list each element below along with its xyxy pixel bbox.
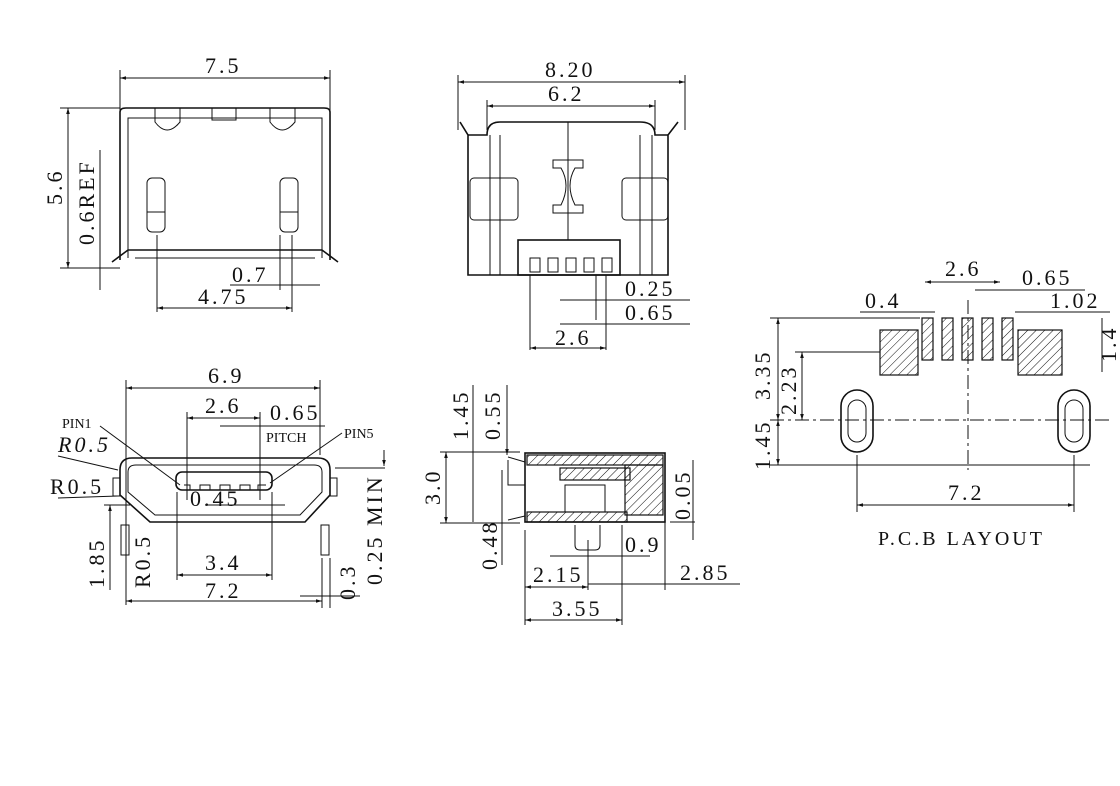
radius-bottom-label: R0.5 [130,534,155,588]
pin-row [529,257,613,273]
dim-front-width: 6.9 [208,363,245,388]
dim-side-depth: 3.55 [552,596,603,621]
dim-slot-width: 3.4 [205,550,242,575]
pcb-layout: 2.6 0.65 0.4 1.02 1.4 3.35 2.23 1.45 7.2… [750,256,1120,550]
dim-hole-span: 7.2 [948,480,985,505]
dim-pin-pitch: 0.65 [625,300,676,325]
front-top-view: 8.20 6.2 0.25 0.65 2.6 [457,57,690,350]
dim-front-pin-span: 2.6 [205,393,242,418]
dim-side-d7: 2.85 [680,560,731,585]
dim-side-d5: 0.9 [625,532,662,557]
hole-right [1057,389,1091,453]
dim-side-d4: 0.05 [670,470,695,521]
side-view: 1.45 0.55 3.0 0.48 0.05 0.9 2.15 2.85 3.… [420,385,740,625]
dim-top-ref: 0.6REF [74,159,99,245]
radius-left-label: R0.5 [50,474,104,499]
dim-min-height: 0.25 MIN [362,474,387,585]
dim-top-pin-span: 4.75 [198,284,249,309]
pin5-label: PIN5 [344,427,374,442]
radius-top-label: R0.5 [57,432,111,457]
dim-leg-width: 0.3 [335,564,360,601]
dim-h1: 3.35 [750,350,775,401]
dim-overall-width: 7.2 [205,578,242,603]
dim-side-d3: 0.48 [477,520,502,571]
top-view: 7.5 5.6 0.6REF 0.7 4.75 [42,53,339,312]
dim-h2: 2.23 [776,365,801,416]
dim-top-pin-offset: 0.7 [232,262,269,287]
hole-left [840,389,874,453]
dim-pad-span: 2.6 [945,256,982,281]
large-pad-right [1017,329,1063,376]
dim-side-d2: 0.55 [480,390,505,441]
dim-pin-span: 2.6 [555,325,592,350]
dim-outer-width: 8.20 [545,57,596,82]
dim-leg-height: 1.85 [84,538,109,589]
large-pad-left [879,329,919,376]
dim-inner-width: 6.2 [548,81,585,106]
dim-front-pitch: 0.65 [270,400,321,425]
dim-h3: 1.45 [750,420,775,471]
dim-slot-height: 0.45 [190,486,241,511]
dim-side-d1: 1.45 [448,390,473,441]
dim-pad-height: 1.4 [1096,326,1120,363]
dim-side-d6: 2.15 [533,562,584,587]
receptacle-slot [175,471,273,491]
dim-top-height: 5.6 [42,169,67,206]
pcb-layout-title: P.C.B LAYOUT [878,528,1045,550]
dim-pad-offset: 1.02 [1050,288,1101,313]
dim-side-height: 3.0 [420,469,445,506]
dim-pad-width: 0.4 [865,288,902,313]
dim-pad-pitch: 0.65 [1022,265,1073,290]
pitch-label: PITCH [266,431,306,446]
dim-pin-width: 0.25 [625,276,676,301]
pin1-label: PIN1 [62,417,92,432]
dim-top-width: 7.5 [205,53,242,78]
front-view: 6.9 2.6 0.65 PIN1 PITCH PIN5 R0.5 R0.5 0… [50,363,387,608]
